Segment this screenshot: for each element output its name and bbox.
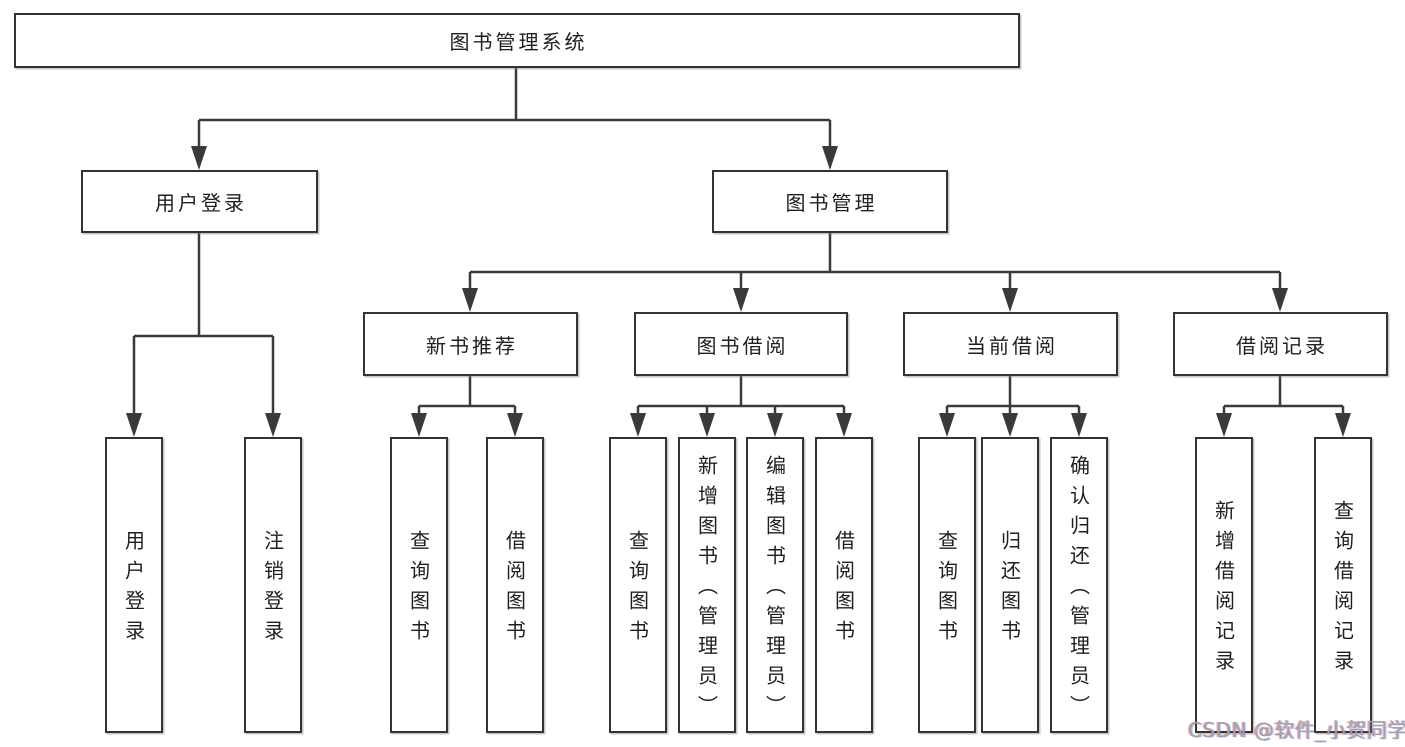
- node-library-management-system: 图书管理系统: [14, 13, 1020, 68]
- leaf-return-books: 归还图书: [981, 437, 1039, 733]
- node-borrow-records: 借阅记录: [1173, 312, 1388, 376]
- connector-book-management: [462, 233, 1288, 312]
- node-user-login: 用户登录: [81, 170, 318, 233]
- node-label: 新增图书（管理员）: [694, 455, 719, 725]
- node-label: 确认归还（管理员）: [1066, 455, 1091, 725]
- node-label: 借阅图书: [831, 530, 856, 650]
- node-book-borrow: 图书借阅: [634, 312, 848, 376]
- leaf-add-borrow-record: 新增借阅记录: [1195, 437, 1253, 733]
- node-label: 用户登录: [155, 191, 247, 215]
- leaf-borrow-books: 借阅图书: [815, 437, 873, 733]
- node-label: 编辑图书（管理员）: [762, 455, 787, 725]
- node-label: 查询借阅记录: [1330, 500, 1355, 680]
- node-label: 图书管理系统: [449, 30, 588, 54]
- node-label: 查询图书: [406, 530, 431, 650]
- node-label: 当前借阅: [966, 333, 1058, 358]
- node-label: 借阅图书: [502, 530, 527, 650]
- node-new-book-recommend: 新书推荐: [363, 312, 578, 376]
- connector-book-borrow: [630, 376, 852, 437]
- leaf-query-borrow-record: 查询借阅记录: [1314, 437, 1372, 733]
- connector-root: [191, 68, 838, 170]
- leaf-user-login: 用户登录: [105, 437, 163, 733]
- leaf-query-books-borrow: 查询图书: [609, 437, 667, 733]
- node-label: 新增借阅记录: [1211, 500, 1236, 680]
- node-label: 归还图书: [997, 530, 1022, 650]
- leaf-query-books-current: 查询图书: [918, 437, 976, 733]
- connector-borrow-records: [1216, 376, 1351, 437]
- node-label: 查询图书: [934, 530, 959, 650]
- leaf-confirm-return-admin: 确认归还（管理员）: [1050, 437, 1108, 733]
- leaf-borrow-books-recommend: 借阅图书: [486, 437, 544, 733]
- connector-new-book-recommend: [411, 376, 523, 437]
- node-label: 用户登录: [121, 530, 146, 650]
- node-label: 借阅记录: [1236, 333, 1328, 358]
- node-current-borrow: 当前借阅: [903, 312, 1118, 376]
- node-label: 图书借阅: [696, 333, 789, 358]
- node-label: 查询图书: [625, 530, 650, 650]
- leaf-query-books-recommend: 查询图书: [390, 437, 448, 733]
- connector-user-login: [126, 233, 281, 437]
- node-label: 图书管理: [785, 191, 878, 215]
- leaf-edit-books-admin: 编辑图书（管理员）: [746, 437, 804, 733]
- csdn-watermark: CSDN @软件_小贺同学: [1188, 718, 1405, 742]
- connector-current-borrow: [939, 376, 1087, 437]
- leaf-logout-login: 注销登录: [244, 437, 302, 733]
- leaf-add-books-admin: 新增图书（管理员）: [678, 437, 736, 733]
- node-label: 新书推荐: [426, 333, 518, 358]
- node-label: 注销登录: [260, 530, 285, 650]
- node-book-management: 图书管理: [712, 170, 948, 233]
